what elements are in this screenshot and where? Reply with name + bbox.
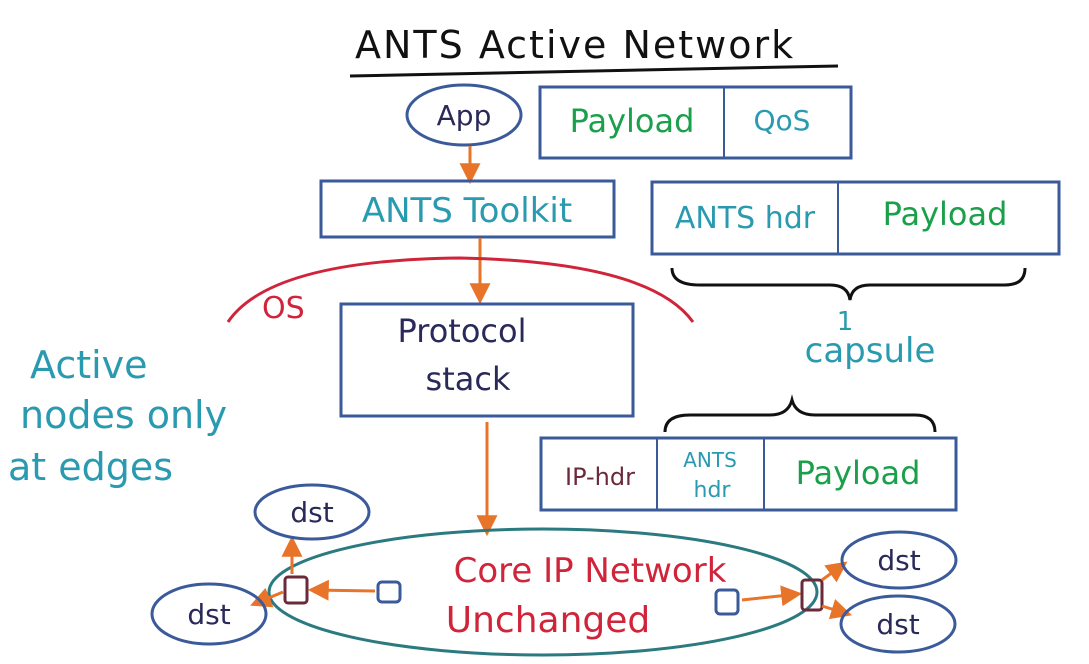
- arrow-right-node-dst-bottom: [821, 599, 853, 620]
- app-packet-payload: Payload: [570, 102, 695, 140]
- arrow-router-left-node: [307, 579, 376, 601]
- core-line2: Unchanged: [446, 600, 651, 641]
- protocol-stack-box: [339, 302, 635, 418]
- ip-packet-ip-hdr: IP-hdr: [565, 463, 635, 491]
- dst-node-top-right: [840, 530, 958, 590]
- app-packet: Payload QoS: [538, 85, 853, 160]
- protocol-stack-line1: Protocol: [398, 312, 527, 350]
- active-note-line1: Active: [30, 343, 148, 387]
- diagram-title: ANTS Active Network: [355, 23, 795, 67]
- ants-toolkit-label: ANTS Toolkit: [362, 191, 572, 231]
- os-arc: [226, 256, 695, 323]
- app-node: [405, 83, 523, 147]
- dst-label-bottom-left: dst: [187, 598, 230, 631]
- ip-packet-ants-line2: hdr: [694, 478, 732, 503]
- capsule-brace-bottom: [663, 394, 937, 433]
- capsule-label: capsule: [805, 331, 936, 371]
- dst-label-top-right: dst: [877, 544, 920, 577]
- os-label: OS: [262, 291, 305, 326]
- ants-toolkit-box: [319, 179, 616, 239]
- title-underline: [349, 64, 839, 78]
- protocol-stack-line2: stack: [426, 360, 511, 398]
- toolkit-packet-payload: Payload: [883, 195, 1008, 233]
- dst-node-bottom-right: [839, 594, 957, 654]
- toolkit-packet-hdr: ANTS hdr: [675, 201, 816, 236]
- arrow-router-right-node: [741, 585, 803, 607]
- ip-packet-ants-line1: ANTS: [683, 448, 737, 472]
- toolkit-packet: ANTS hdr Payload: [650, 180, 1061, 256]
- ip-packet: IP-hdr ANTS hdr Payload: [539, 436, 958, 512]
- right-active-node: [800, 578, 824, 612]
- ip-packet-payload: Payload: [796, 454, 921, 492]
- left-active-node: [283, 575, 309, 605]
- right-core-router: [714, 588, 740, 616]
- capsule-brace-top: [670, 267, 1027, 301]
- arrow-right-node-dst-top: [821, 561, 848, 583]
- app-label: App: [437, 99, 492, 132]
- dst-node-top-left: [253, 483, 371, 541]
- dst-label-top-left: dst: [290, 496, 333, 529]
- dst-label-bottom-right: dst: [876, 608, 919, 641]
- core-line1: Core IP Network: [454, 551, 727, 591]
- dst-node-bottom-left: [150, 582, 268, 646]
- left-core-router: [376, 580, 402, 604]
- active-note-line2: nodes only: [20, 393, 227, 437]
- app-packet-qos: QoS: [754, 104, 811, 137]
- arrow-left-node-dst-bottom: [250, 587, 284, 608]
- active-note-line3: at edges: [8, 445, 173, 489]
- brace-count: 1: [837, 307, 854, 337]
